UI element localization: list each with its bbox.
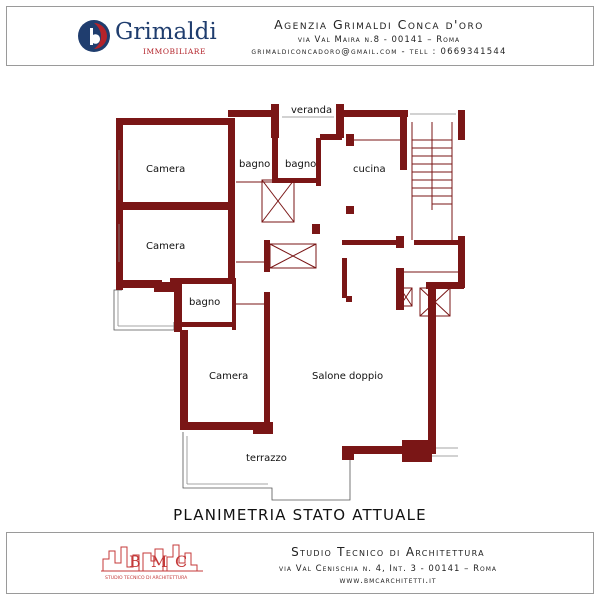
studio-name: Studio Tecnico di Architettura: [291, 545, 485, 559]
agency-address: via Val Maira n.8 - 00141 – Roma: [297, 35, 461, 45]
floor-plan: veranda Camera bagno bagno cucina Camera…: [113, 104, 465, 501]
label-terrazzo: terrazzo: [246, 453, 287, 464]
thin-lines: [116, 113, 458, 317]
bmc-logo-icon: B M C STUDIO TECNICO DI ARCHITETTURA: [101, 544, 203, 581]
label-camera-bottom: Camera: [209, 371, 248, 382]
label-veranda: veranda: [291, 105, 332, 116]
label-bagno-3: bagno: [189, 297, 220, 308]
logo-subtitle: IMMOBILIARE: [143, 47, 206, 56]
terrace-outline: [182, 432, 351, 501]
agency-header: Grimaldi IMMOBILIARE Agenzia Grimaldi Co…: [6, 6, 594, 66]
svg-text:M: M: [151, 552, 167, 571]
agency-name: Agenzia Grimaldi Conca d'oro: [274, 17, 484, 32]
label-camera-top: Camera: [146, 164, 185, 175]
agency-contact: grimaldiconcadoro@gmail.com - tell : 066…: [251, 47, 507, 57]
label-bagno-2: bagno: [285, 159, 316, 170]
label-salone: Salone doppio: [312, 371, 383, 382]
exterior-walls: [116, 104, 465, 462]
studio-address: via Val Cenischia n. 4, Int. 3 - 00141 –…: [279, 564, 497, 574]
left-balcony-outline: [113, 289, 175, 331]
label-bagno-1: bagno: [239, 159, 270, 170]
grimaldi-logo-icon: [78, 20, 110, 52]
svg-text:B: B: [129, 552, 141, 571]
studio-footer: B M C STUDIO TECNICO DI ARCHITETTURA Stu…: [6, 532, 594, 594]
interior-walls: [116, 118, 464, 424]
svg-text:STUDIO TECNICO DI ARCHITETTURA: STUDIO TECNICO DI ARCHITETTURA: [105, 575, 188, 581]
studio-website: www.bmcarchitetti.it: [339, 576, 437, 586]
svg-text:C: C: [175, 552, 187, 571]
label-camera-mid: Camera: [146, 241, 185, 252]
label-cucina: cucina: [353, 164, 386, 175]
plan-title: PLANIMETRIA STATO ATTUALE: [173, 506, 427, 524]
logo-name: Grimaldi: [115, 19, 217, 45]
